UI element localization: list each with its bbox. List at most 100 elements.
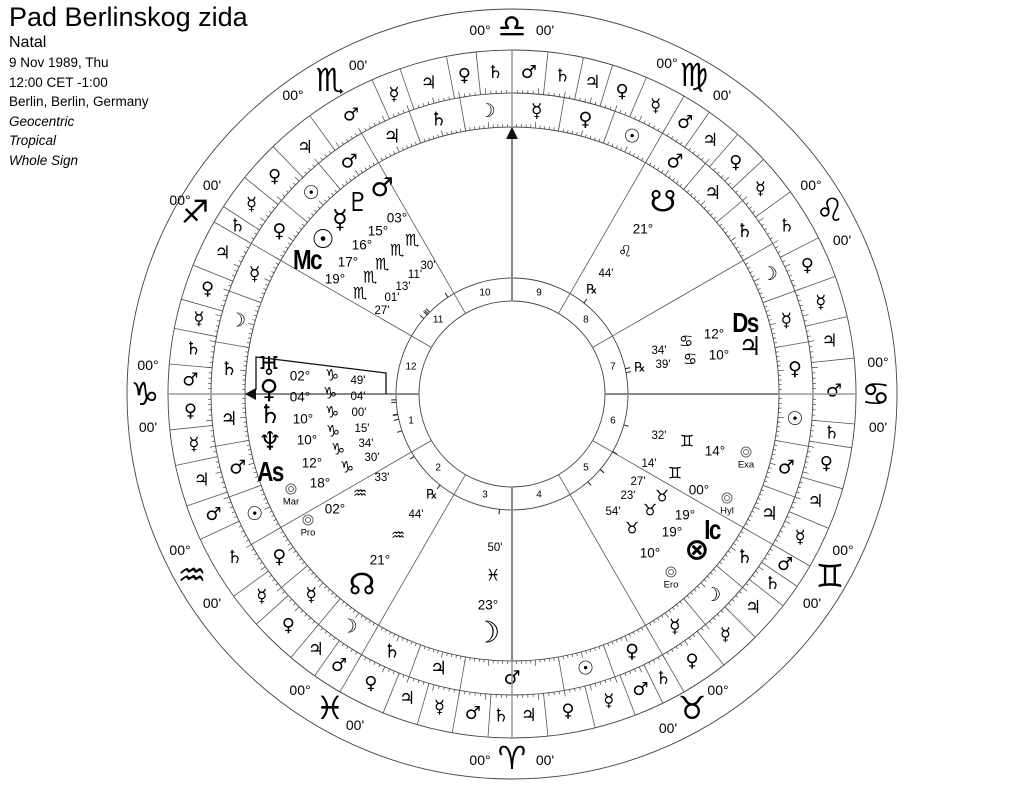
degree-tick bbox=[428, 647, 430, 651]
house-number: 8 bbox=[583, 315, 589, 326]
degree-tick bbox=[293, 182, 296, 186]
term-ruler-icon: ♄ bbox=[764, 573, 780, 594]
degree-tick bbox=[282, 535, 286, 538]
imum-coeli-label: Ic bbox=[704, 515, 721, 546]
gemini-sign-icon: ♊ bbox=[816, 557, 845, 595]
degree-tick bbox=[372, 162, 375, 166]
degree-tick bbox=[264, 278, 271, 282]
degree-tick bbox=[360, 169, 363, 173]
saturn-degree: 10° bbox=[293, 412, 313, 427]
degree-tick bbox=[243, 250, 247, 253]
degree-tick bbox=[628, 633, 631, 637]
face-divider bbox=[716, 200, 743, 223]
asteroid-pro-degree: 02° bbox=[325, 502, 345, 517]
degree-tick bbox=[364, 617, 367, 621]
degree-tick bbox=[707, 575, 710, 579]
degree-tick bbox=[724, 176, 730, 182]
degree-tick bbox=[381, 666, 386, 673]
degree-tick bbox=[580, 651, 583, 658]
degree-tick bbox=[733, 242, 737, 245]
face-divider bbox=[361, 625, 379, 655]
sign-cusp-minute: 00' bbox=[713, 87, 731, 103]
degree-tick bbox=[680, 643, 683, 647]
term-ruler-icon: ♀ bbox=[268, 166, 281, 187]
neptune-minute: 15' bbox=[355, 423, 370, 435]
degree-tick bbox=[720, 175, 724, 178]
degree-tick bbox=[799, 304, 803, 307]
term-divider bbox=[445, 56, 455, 99]
face-ruler-icon: ☽ bbox=[704, 584, 721, 606]
sign-cusp-minute: 00' bbox=[139, 419, 157, 435]
degree-tick bbox=[372, 622, 375, 626]
degree-tick bbox=[579, 687, 581, 691]
asteroid-hyl-sign-icon: ♊ bbox=[668, 464, 682, 483]
term-divider bbox=[748, 578, 784, 607]
planet-position-tick bbox=[425, 308, 431, 313]
degree-tick bbox=[318, 582, 324, 588]
degree-tick bbox=[747, 266, 751, 269]
degree-tick bbox=[249, 328, 254, 330]
pluto-icon: ♇ bbox=[346, 188, 369, 218]
degree-tick bbox=[666, 133, 669, 137]
degree-tick bbox=[353, 175, 356, 179]
face-ruler-icon: ☉ bbox=[624, 126, 641, 148]
sign-cusp-degree: 00° bbox=[656, 55, 677, 71]
degree-tick bbox=[453, 689, 455, 693]
chart-type: Natal bbox=[9, 34, 47, 51]
ring-hOut bbox=[395, 277, 629, 511]
degree-tick bbox=[232, 511, 236, 514]
face-divider bbox=[774, 341, 809, 349]
degree-tick bbox=[742, 587, 748, 592]
degree-tick bbox=[389, 631, 392, 635]
degree-tick bbox=[664, 612, 669, 618]
degree-tick bbox=[353, 609, 356, 613]
degree-tick bbox=[692, 634, 696, 637]
degree-tick bbox=[796, 294, 800, 297]
degree-tick bbox=[487, 122, 490, 129]
degree-tick bbox=[396, 635, 400, 642]
degree-tick bbox=[255, 310, 259, 312]
degree-tick bbox=[672, 178, 675, 181]
degree-tick bbox=[764, 305, 768, 308]
asteroid-ero-icon bbox=[668, 569, 674, 575]
degree-tick bbox=[661, 169, 664, 173]
midheaven-degree: 19° bbox=[325, 272, 345, 287]
degree-tick bbox=[792, 284, 796, 287]
face-ruler-icon: ♂ bbox=[341, 150, 358, 172]
degree-tick bbox=[761, 489, 765, 492]
term-divider bbox=[175, 456, 218, 466]
degree-tick bbox=[634, 668, 636, 672]
term-divider bbox=[371, 79, 390, 120]
degree-tick bbox=[730, 237, 736, 242]
sign-cusp-minute: 00' bbox=[203, 595, 221, 611]
leo-sign-icon: ♌ bbox=[816, 191, 845, 229]
degree-tick bbox=[614, 676, 618, 683]
asteroid-mar-degree: 18° bbox=[310, 476, 330, 491]
degree-tick bbox=[619, 110, 622, 114]
degree-tick bbox=[216, 320, 221, 322]
house-number: 10 bbox=[479, 288, 491, 299]
term-ruler-icon: ♂ bbox=[826, 381, 842, 402]
descendant-degree: 12° bbox=[704, 327, 724, 342]
degree-tick bbox=[580, 130, 583, 137]
degree-tick bbox=[745, 202, 749, 205]
term-divider bbox=[684, 111, 710, 148]
face-ruler-icon: ♃ bbox=[704, 182, 721, 204]
sign-cusp-degree: 00° bbox=[832, 542, 853, 558]
degree-tick bbox=[769, 548, 773, 551]
sun-minute: 01' bbox=[385, 292, 400, 304]
planet-position-tick bbox=[444, 292, 449, 298]
degree-tick bbox=[331, 592, 334, 595]
face-divider bbox=[716, 565, 743, 588]
term-divider bbox=[599, 64, 613, 107]
degree-tick bbox=[569, 689, 571, 693]
term-ruler-icon: ♄ bbox=[655, 668, 671, 689]
house-number: 9 bbox=[536, 288, 542, 299]
south-node-retrograde-icon: ℞ bbox=[586, 283, 598, 298]
midheaven-minute: 27' bbox=[375, 305, 390, 317]
degree-tick bbox=[341, 141, 344, 145]
degree-tick bbox=[649, 622, 652, 626]
degree-tick bbox=[765, 310, 769, 312]
term-ruler-icon: ♄ bbox=[185, 339, 201, 360]
degree-tick bbox=[222, 299, 226, 302]
